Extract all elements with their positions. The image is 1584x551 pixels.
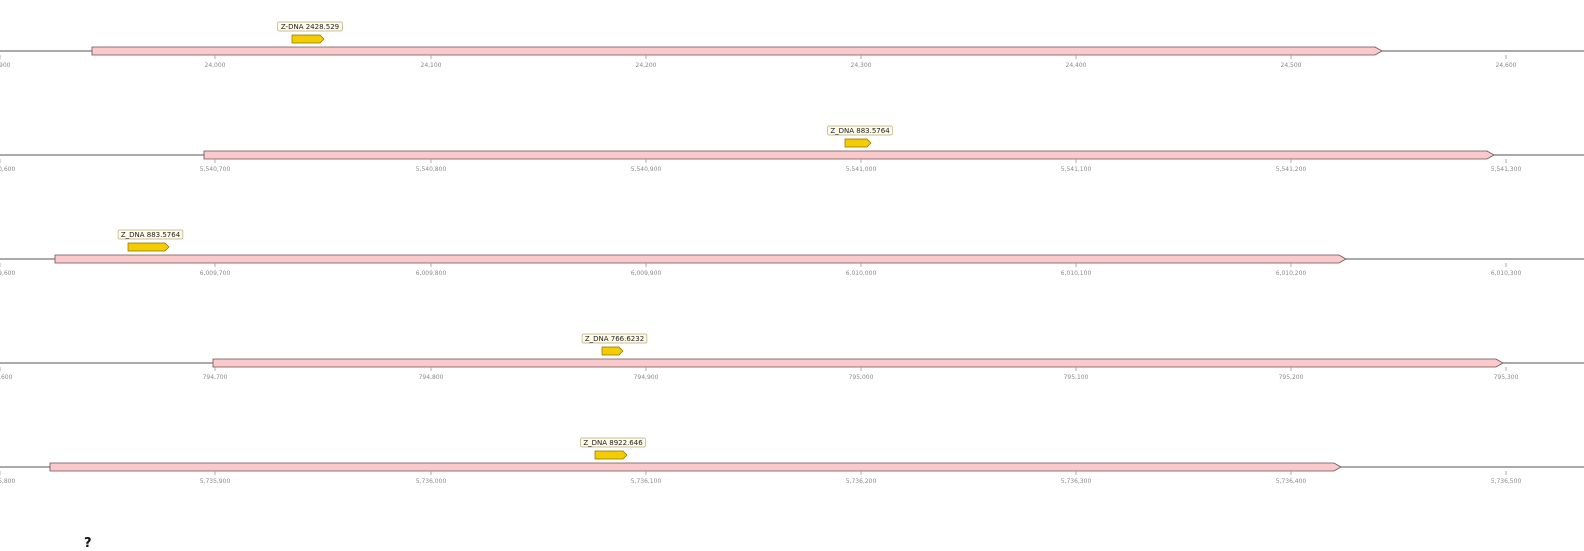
zdna-feature-arrow: [127, 242, 170, 252]
track-5: 5,735,800 5,735,900 5,736,000 5,736,100 5,73…: [0, 437, 1584, 485]
zdna-feature-arrow: [291, 34, 325, 44]
tick-label: 24,300: [851, 62, 872, 69]
tick-label: 795,200: [1279, 374, 1304, 381]
tick-label: 794,800: [419, 374, 444, 381]
track-3: 6,009,600 6,009,700 6,009,800 6,009,900 6,01…: [0, 229, 1584, 277]
gene-arrow: [212, 358, 1504, 368]
tick-label: 794,900: [634, 374, 659, 381]
tick-label: 5,736,400: [1276, 478, 1307, 485]
tick-label: 6,009,600: [0, 270, 15, 277]
tick-label: 24,100: [421, 62, 442, 69]
panel-letter: ?: [84, 536, 92, 551]
zdna-feature-arrow: [601, 346, 624, 356]
tick-label: 794,600: [0, 374, 13, 381]
tick-label: 6,010,300: [1491, 270, 1522, 277]
tick-label: 5,541,200: [1276, 166, 1307, 173]
tick-label: 5,541,300: [1491, 166, 1522, 173]
tick-label: 795,300: [1494, 374, 1519, 381]
tick-label: 5,736,500: [1491, 478, 1522, 485]
tick-label: 24,000: [205, 62, 226, 69]
tick-label: 24,500: [1281, 62, 1302, 69]
tick-label: 6,009,800: [416, 270, 447, 277]
feature-label: Z_DNA 766.6232: [585, 335, 644, 343]
gene-arrow: [54, 254, 1347, 264]
tick-label: 5,540,900: [631, 166, 662, 173]
feature-label-box: [117, 229, 184, 240]
gene-arrow: [49, 462, 1342, 472]
tick-label: 5,735,900: [200, 478, 231, 485]
tick-label: 6,010,100: [1061, 270, 1092, 277]
feature-label: Z-DNA 2428.529: [281, 23, 339, 31]
track-2: 5,540,600 5,540,700 5,540,800 5,540,900 5,54…: [0, 125, 1584, 173]
track-4: 794,600 794,700 794,800 794,900 795,000 795,1…: [0, 333, 1584, 381]
tick-label: 24,600: [1496, 62, 1517, 69]
gene-arrow: [91, 46, 1383, 56]
feature-label-box: [827, 125, 893, 136]
feature-label-box: [277, 21, 343, 32]
feature-label: Z_DNA 8922.646: [583, 439, 643, 447]
zdna-feature-arrow: [844, 138, 872, 148]
tick-label: 24,400: [1066, 62, 1087, 69]
tick-label: 5,735,800: [0, 478, 15, 485]
zdna-feature-arrow: [594, 450, 628, 460]
tick-label: 5,540,800: [416, 166, 447, 173]
tick-label: 5,540,700: [200, 166, 231, 173]
tick-label: 795,000: [849, 374, 874, 381]
tick-label: 24,200: [636, 62, 657, 69]
feature-label: Z_DNA 883.5764: [830, 127, 890, 135]
tick-label: 5,540,600: [0, 166, 15, 173]
tick-label: 5,736,100: [631, 478, 662, 485]
tick-label: 6,010,200: [1276, 270, 1307, 277]
track-1: 23,900 24,000 24,100 24,200 24,300 24,400 24,5…: [0, 21, 1584, 69]
tick-label: 6,010,000: [846, 270, 877, 277]
feature-label-box: [581, 333, 648, 344]
tick-label: 5,541,000: [846, 166, 877, 173]
tick-label: 5,736,000: [416, 478, 447, 485]
gene-arrow: [203, 150, 1495, 160]
feature-label: Z_DNA 883.5764: [121, 231, 181, 239]
tick-label: 794,700: [203, 374, 228, 381]
tick-label: 5,736,200: [846, 478, 877, 485]
tick-label: 6,009,900: [631, 270, 662, 277]
tick-label: 23,900: [0, 62, 11, 69]
tick-label: 6,009,700: [200, 270, 231, 277]
feature-label-box: [580, 437, 646, 448]
tick-label: 795,100: [1064, 374, 1089, 381]
tick-label: 5,736,300: [1061, 478, 1092, 485]
tick-label: 5,541,100: [1061, 166, 1092, 173]
